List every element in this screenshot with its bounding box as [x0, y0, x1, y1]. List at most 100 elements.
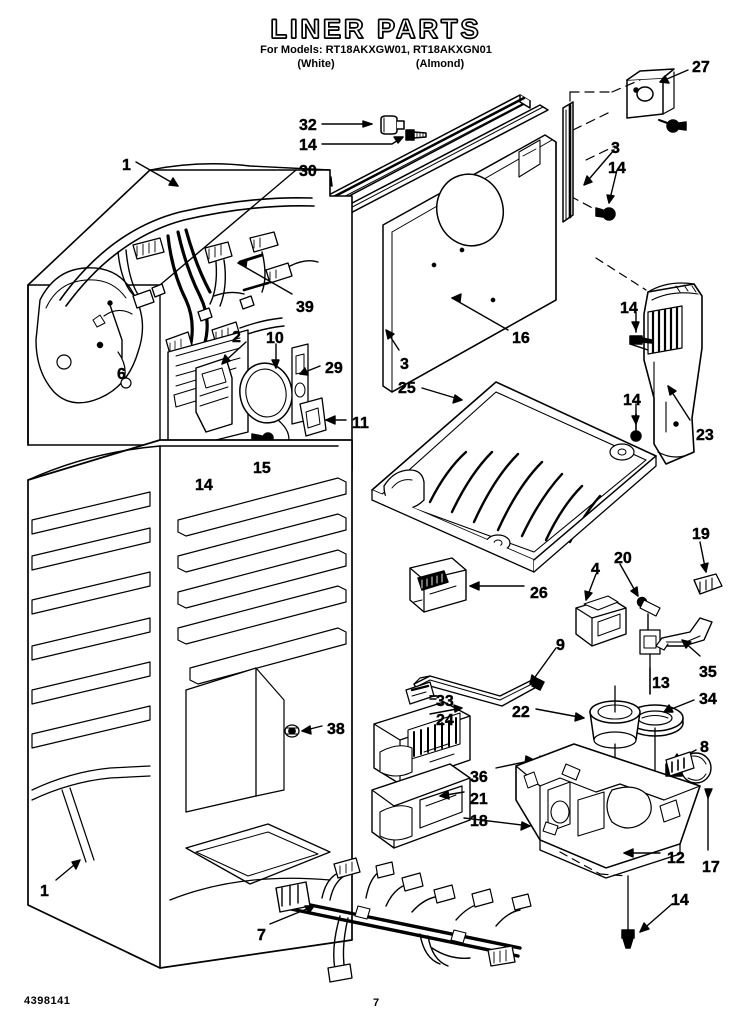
callout-1: 1: [122, 157, 131, 174]
callout-33: 33: [436, 693, 454, 710]
callout-3: 3: [400, 356, 409, 373]
leader-line-1-bottom: [55, 859, 81, 881]
leader-line-6: [107, 300, 123, 359]
callout-18: 18: [470, 813, 488, 830]
wiring-harness-icon-39: [59, 196, 319, 355]
callout-39: 39: [296, 299, 314, 316]
bracket-icon-27: [626, 68, 675, 119]
callout-14: 14: [623, 392, 641, 409]
lower-housing-icon-21: [371, 763, 471, 849]
leader-line-38: [301, 725, 323, 735]
spacer-icon-18: [542, 821, 559, 836]
drain-pan-icon-25: [371, 381, 657, 573]
page-number: 7: [372, 997, 380, 1009]
liner-rear-panel-icon-16: [382, 134, 557, 393]
leader-line-21: [439, 790, 465, 800]
callout-14: 14: [671, 892, 689, 909]
model-separator: ,: [406, 44, 410, 56]
leader-line-27: [659, 69, 689, 84]
callout-20: 20: [614, 550, 632, 567]
screw-icon-14a: [405, 129, 427, 141]
callout-14: 14: [608, 160, 626, 177]
color-almond: (Almond): [415, 58, 465, 70]
bracket-icon-21-base: [665, 751, 695, 777]
callout-35: 35: [699, 664, 717, 681]
leader-line-39: [237, 258, 293, 295]
callout-13: 13: [652, 675, 670, 692]
diagram-header: LINER PARTS For Models: RT18AKXGW01, RT1…: [0, 0, 752, 71]
leader-line-3b: [385, 329, 400, 351]
leader-line-24: [429, 704, 463, 715]
screw-route-dashes: [559, 851, 629, 877]
callout-4: 4: [591, 561, 600, 578]
callout-12: 12: [667, 850, 685, 867]
leader-line-14f: [639, 903, 673, 933]
callout-17: 17: [702, 859, 720, 876]
callout-15: 15: [253, 460, 271, 477]
callout-9: 9: [556, 637, 565, 654]
callout-1: 1: [40, 883, 49, 900]
door-post-icon-3: [562, 101, 574, 223]
leader-line-13: [649, 667, 651, 695]
leader-line-26: [469, 581, 525, 591]
fresh-food-liner-icon: [27, 439, 353, 969]
leader-line-20: [619, 563, 639, 597]
callout-11: 11: [352, 415, 369, 432]
base-housing-icon-12: [515, 743, 701, 879]
leader-line-9: [529, 647, 557, 685]
callout-14: 14: [195, 477, 213, 494]
leader-lines-3-14b: [583, 149, 618, 204]
model-line: For Models: RT18AKXGW01, RT18AKXGN01: [0, 44, 752, 57]
callout-25: 25: [398, 380, 416, 397]
callout-30: 30: [299, 163, 317, 180]
callout-21: 21: [470, 791, 488, 808]
callout-22: 22: [512, 704, 530, 721]
leader-lines-duct: [629, 311, 691, 425]
screw-icon-14f: [621, 875, 635, 949]
callout-6: 6: [117, 366, 126, 383]
screw-icon-27: [658, 119, 687, 133]
leader-line-12: [623, 848, 661, 858]
page-title: LINER PARTS: [270, 13, 482, 44]
callout-19: 19: [692, 526, 710, 543]
callout-14: 14: [299, 137, 317, 154]
callout-24: 24: [436, 712, 454, 729]
leader-line-19: [699, 541, 709, 573]
leader-line-22: [535, 708, 585, 722]
leader-line-35: [681, 639, 701, 657]
callout-16: 16: [512, 330, 530, 347]
models-prefix: For Models:: [260, 44, 323, 56]
funnel-icon-22: [589, 685, 641, 801]
duct-alignment-dashes: [595, 257, 647, 291]
leader-line-34: [663, 699, 695, 713]
callout-29: 29: [325, 360, 343, 377]
grommet-icon-32: [380, 115, 405, 135]
color-line: (White)(Almond): [0, 57, 752, 71]
callout-32: 32: [299, 117, 317, 134]
leader-line-16: [451, 293, 509, 331]
link-rod-icon-9: [413, 675, 545, 707]
lower-wiring-harness-icon-7: [275, 857, 532, 983]
air-duct-cover-icon-23: [643, 282, 703, 465]
leader-line-4: [584, 573, 597, 601]
callout-2: 2: [232, 329, 241, 346]
callout-34: 34: [699, 691, 717, 708]
control-module-icon-26: [409, 557, 467, 613]
callout-27: 27: [692, 59, 710, 76]
model-number-1: RT18AKXGW01: [325, 44, 407, 56]
callout-7: 7: [257, 927, 266, 944]
clip-icon-33: [405, 681, 435, 705]
clip-icon-19: [693, 573, 723, 595]
leader-line-1-top: [135, 161, 179, 187]
screw-icon-14b: [595, 207, 616, 221]
wire-form-icon-35: [655, 617, 713, 651]
callout-36: 36: [470, 769, 488, 786]
callout-8: 8: [700, 739, 709, 756]
callout-38: 38: [327, 721, 345, 738]
leader-line-25: [421, 387, 463, 404]
callout-10: 10: [266, 330, 284, 347]
callout-3: 3: [611, 140, 620, 157]
leader-line-7: [269, 905, 315, 925]
